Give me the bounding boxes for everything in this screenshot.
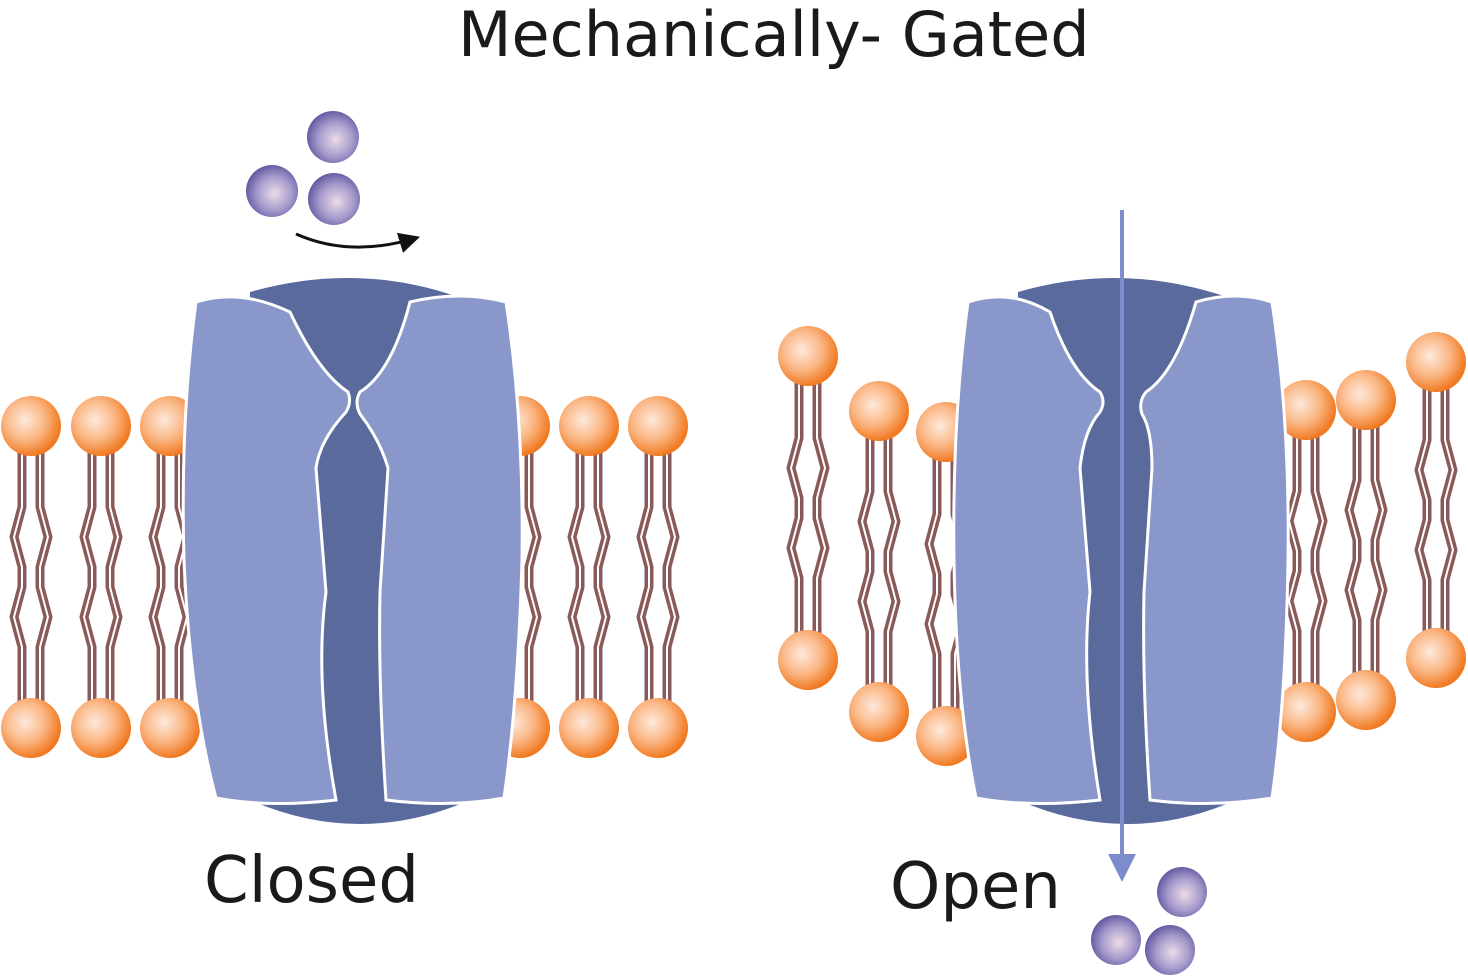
lipid-head (71, 396, 131, 456)
closed-channel-right-subunit (355, 294, 524, 806)
lipid-head (1336, 670, 1396, 730)
lipid-tail-highlight (789, 356, 800, 660)
phospholipid (1336, 370, 1396, 730)
lipid-head (1, 396, 61, 456)
lipid-head (140, 698, 200, 758)
closed-channel (181, 277, 524, 824)
lipid-tail-highlight (82, 426, 93, 728)
lipid-tail-highlight (1417, 362, 1428, 658)
lipid-tail-highlight (1444, 362, 1455, 658)
lipid-tail-highlight (1374, 400, 1385, 700)
lipid-head (559, 698, 619, 758)
lipid-tail-highlight (109, 426, 120, 728)
open-state-label: Open (890, 850, 1061, 924)
lipid-tail-highlight (1287, 410, 1298, 712)
lipid-tail-highlight (528, 426, 539, 728)
lipid-head (778, 630, 838, 690)
lipid-tail (662, 426, 680, 728)
open-channel-right-subunit (1139, 294, 1290, 806)
lipid-tail-highlight (178, 426, 189, 728)
lipid-tail (1284, 410, 1302, 712)
lipid-tail (148, 426, 166, 728)
lipid-tail (786, 356, 804, 660)
lipid-head (849, 682, 909, 742)
lipid-tail (79, 426, 97, 728)
lipid-tail-highlight (151, 426, 162, 728)
lipid-tail (924, 432, 942, 736)
closed-ion-cluster (246, 111, 360, 225)
phospholipid (1406, 332, 1466, 688)
lipid-head (1, 698, 61, 758)
diagram-title: Mechanically- Gated (458, 0, 1090, 71)
open-ion-cluster (1091, 867, 1207, 975)
lipid-tail (636, 426, 654, 728)
closed-channel-left-subunit (181, 295, 352, 806)
phospholipid (1, 396, 61, 758)
ion (307, 111, 359, 163)
lipid-tail-highlight (639, 426, 650, 728)
lipid-tail-highlight (927, 432, 938, 736)
lipid-tail-highlight (597, 426, 608, 728)
ion (1157, 867, 1207, 917)
lipid-tail (593, 426, 611, 728)
lipid-head (849, 381, 909, 441)
lipid-tail-highlight (1314, 410, 1325, 712)
lipid-head (1406, 628, 1466, 688)
ion (308, 173, 360, 225)
ion (1145, 925, 1195, 975)
lipid-head (916, 706, 976, 766)
open-membrane-bilayer (778, 326, 1466, 766)
closed-state-label: Closed (204, 844, 419, 918)
lipid-tail-highlight (666, 426, 677, 728)
phospholipid (1276, 380, 1336, 742)
deflect-arrow (295, 232, 421, 253)
lipid-tail (1370, 400, 1388, 700)
lipid-head (1406, 332, 1466, 392)
lipid-head (778, 326, 838, 386)
lipid-tail-highlight (1347, 400, 1358, 700)
lipid-head (1336, 370, 1396, 430)
ion-flow-arrowhead (1108, 854, 1136, 882)
lipid-tail-highlight (39, 426, 50, 728)
lipid-head (1276, 380, 1336, 440)
lipid-tail (567, 426, 585, 728)
lipid-tail (35, 426, 53, 728)
open-channel (952, 277, 1290, 824)
lipid-head (628, 698, 688, 758)
lipid-tail (105, 426, 123, 728)
lipid-tail (1440, 362, 1458, 658)
lipid-tail (1344, 400, 1362, 700)
lipid-head (1276, 682, 1336, 742)
phospholipid (628, 396, 688, 758)
lipid-tail-highlight (816, 356, 827, 660)
lipid-head (628, 396, 688, 456)
lipid-tail-highlight (860, 411, 871, 712)
phospholipid (778, 326, 838, 690)
phospholipid (849, 381, 909, 742)
lipid-tail (1414, 362, 1432, 658)
lipid-tail (883, 411, 901, 712)
lipid-tail-highlight (12, 426, 23, 728)
lipid-tail (1310, 410, 1328, 712)
lipid-head (559, 396, 619, 456)
lipid-tail-highlight (887, 411, 898, 712)
lipid-tail (857, 411, 875, 712)
lipid-tail (524, 426, 542, 728)
phospholipid (71, 396, 131, 758)
lipid-tail (9, 426, 27, 728)
lipid-head (71, 698, 131, 758)
lipid-tail-highlight (570, 426, 581, 728)
open-channel-left-subunit (952, 295, 1105, 806)
phospholipid (559, 396, 619, 758)
ion (246, 165, 298, 217)
ion (1091, 915, 1141, 965)
lipid-tail (812, 356, 830, 660)
